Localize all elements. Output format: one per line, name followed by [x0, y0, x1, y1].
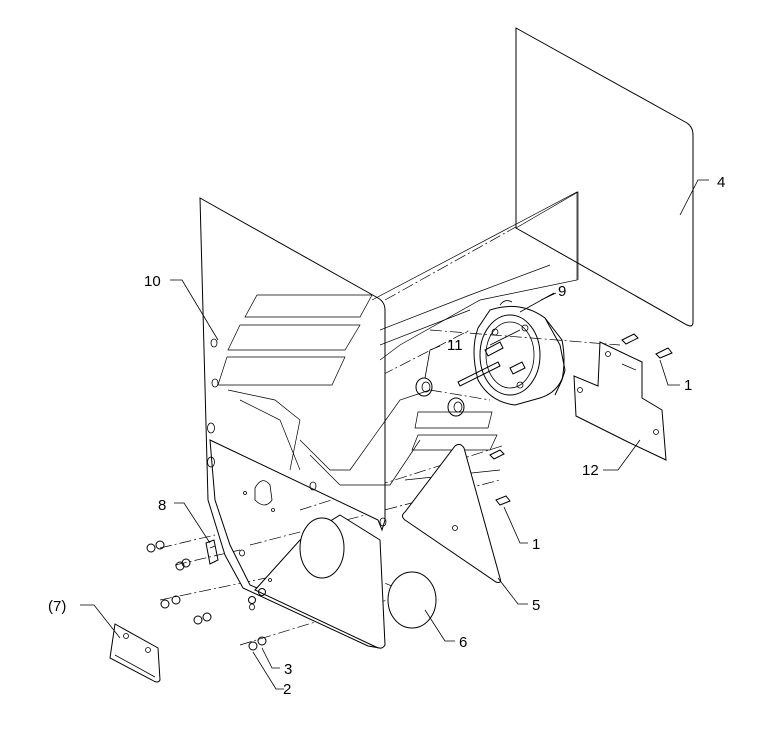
part-4-rear-panel — [515, 27, 694, 327]
part-7-plate — [109, 623, 161, 683]
part-1-bolts — [489, 333, 673, 506]
part-2-3-nuts-washers — [146, 491, 275, 651]
part-8-small-bracket — [205, 539, 219, 565]
part-9-gauge — [457, 300, 566, 406]
callout-1b: 1 — [532, 536, 540, 553]
callout-5: 5 — [532, 597, 540, 614]
leader-lines — [80, 179, 709, 690]
callout-4: 4 — [717, 174, 725, 191]
callout-7: (7) — [48, 598, 66, 615]
callout-8: 8 — [158, 497, 166, 514]
callout-6: 6 — [459, 634, 467, 651]
callout-11: 11 — [447, 337, 463, 354]
part-11-bushings — [415, 377, 465, 417]
part-5-triangle-plate — [254, 443, 501, 649]
callout-3: 3 — [284, 661, 292, 678]
part-6-reflectors — [299, 517, 437, 629]
callout-2: 2 — [283, 681, 291, 698]
callout-9: 9 — [558, 283, 566, 300]
callout-10: 10 — [144, 273, 161, 290]
part-12-bracket — [573, 341, 667, 461]
callout-1a: 1 — [684, 377, 692, 394]
callout-12: 12 — [582, 462, 599, 479]
panel-stripe-pattern — [217, 191, 578, 486]
